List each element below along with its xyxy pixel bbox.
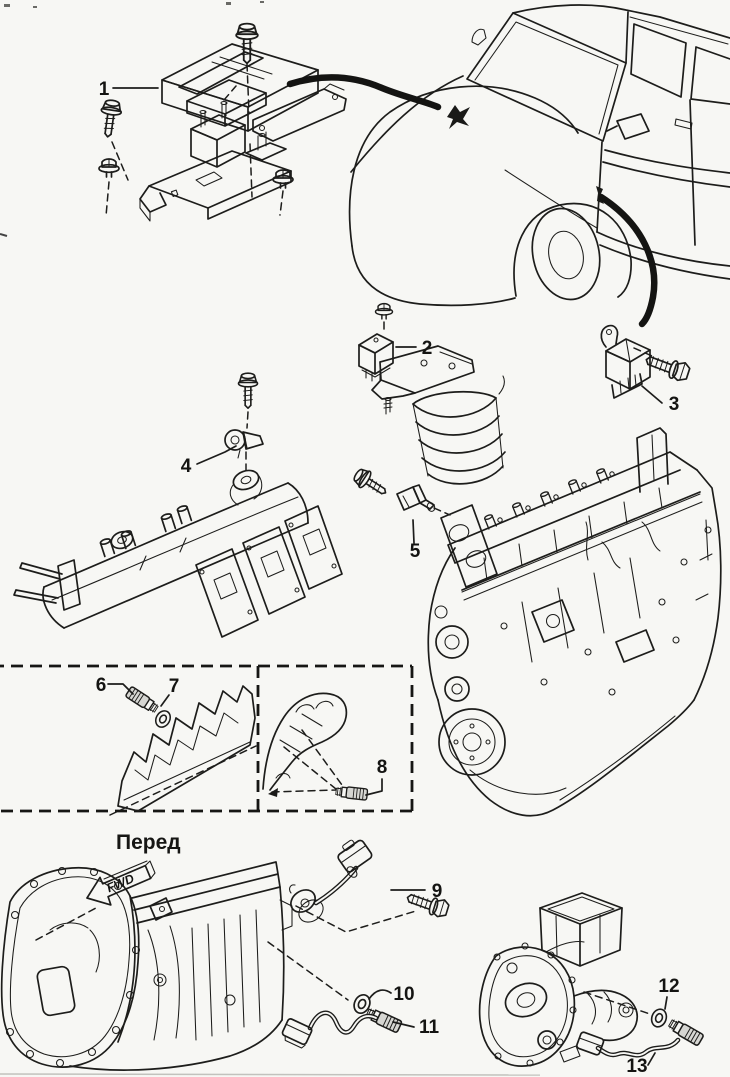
callout-11-label: 11 — [419, 1017, 440, 1038]
bolt-icon — [96, 98, 124, 140]
callout-3-label: 3 — [669, 394, 680, 415]
connector-9 — [337, 839, 373, 873]
callout-11: 11 — [392, 1017, 440, 1038]
callout-1: 1 — [99, 79, 159, 100]
callout-6: 6 — [96, 675, 134, 696]
coiled-hose — [412, 375, 506, 485]
bolt-icon — [235, 22, 259, 65]
cylinder-head-detail — [262, 692, 348, 797]
callout-8: 8 — [365, 757, 388, 796]
callout-5-label: 5 — [410, 541, 421, 562]
washer-12 — [648, 1006, 670, 1030]
location-arrow — [597, 193, 658, 328]
sensor-11-assembly — [267, 941, 403, 1049]
sensor-13 — [666, 1016, 705, 1047]
callout-13-label: 13 — [626, 1056, 647, 1077]
washer-7 — [152, 707, 174, 731]
callout-9: 9 — [390, 881, 443, 902]
valve-cover-detail — [109, 685, 257, 816]
sensor-4 — [224, 429, 264, 459]
nut-icon — [98, 158, 120, 178]
inspection-detail-box — [0, 664, 414, 816]
callout-4-label: 4 — [181, 456, 192, 477]
callout-2-label: 2 — [422, 338, 433, 359]
relay-3-assembly — [600, 324, 692, 399]
sensor-9-assembly — [289, 839, 451, 933]
callout-12: 12 — [658, 976, 680, 1010]
callout-4: 4 — [181, 445, 237, 477]
sensor-8 — [334, 785, 369, 801]
flange-window — [36, 965, 76, 1017]
bolt-icon — [237, 372, 259, 409]
sensor-2-assembly — [358, 302, 506, 485]
hood-location-marker — [447, 105, 470, 129]
bolt-icon — [403, 888, 451, 920]
bolt-icon — [350, 464, 392, 502]
control-module-assembly — [96, 22, 347, 222]
engine-block — [427, 427, 722, 817]
sensor-11 — [364, 1005, 403, 1034]
connector-13 — [575, 1031, 605, 1056]
sensor-13-assembly — [575, 991, 705, 1058]
intake-manifold — [13, 469, 343, 638]
callout-2: 2 — [395, 338, 433, 359]
callout-5: 5 — [410, 519, 421, 562]
sensor-5 — [396, 484, 436, 512]
cap-nut-icon — [374, 302, 394, 320]
door-handle — [674, 118, 693, 130]
callout-10: 10 — [368, 984, 415, 1005]
scan-artifacts — [0, 1, 541, 1076]
front-direction-label: Перед — [116, 831, 181, 854]
callout-8-label: 8 — [377, 757, 388, 778]
callout-7: 7 — [160, 676, 180, 707]
transfer-case — [478, 892, 639, 1067]
vehicle-front-view — [286, 4, 730, 328]
sensor-4-and-intake-manifold — [13, 372, 343, 638]
callout-7-label: 7 — [169, 676, 180, 697]
transmission — [0, 861, 293, 1071]
sensor-5-and-engine — [350, 427, 722, 817]
callout-10-label: 10 — [393, 984, 414, 1005]
callout-1-label: 1 — [99, 79, 110, 100]
front-wheel — [531, 207, 601, 301]
callout-9-label: 9 — [432, 881, 443, 902]
callout-6-label: 6 — [96, 675, 107, 696]
location-arrow — [286, 74, 442, 111]
callout-12-label: 12 — [658, 976, 679, 997]
callout-3: 3 — [641, 385, 680, 415]
connector-11 — [281, 1018, 313, 1049]
side-mirror — [606, 113, 650, 140]
callout-13: 13 — [626, 1052, 656, 1077]
